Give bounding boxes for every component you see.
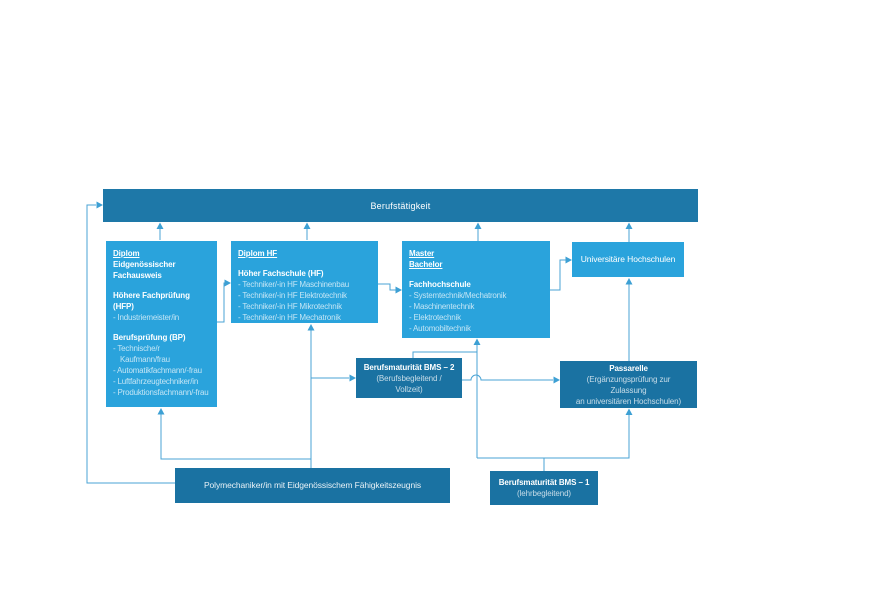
hf-item: - Techniker/-in HF Elektrotechnik — [238, 291, 347, 300]
fh-item: - Automobiltechnik — [409, 324, 471, 333]
hfp-header: Höhere Fachprüfung (HFP) — [113, 291, 190, 311]
box-bms2: Berufsmaturität BMS – 2 (Berufsbegleiten… — [356, 358, 462, 398]
polymechaniker-label: Polymechaniker/in mit Eidgenössischem Fä… — [203, 480, 422, 490]
hf-item: - Techniker/-in HF Mikrotechnik — [238, 302, 342, 311]
arrowhead-right-icon — [224, 279, 231, 287]
box-universitaere-hochschulen: Universitäre Hochschulen — [572, 242, 684, 277]
berufstaetigkeit-bar: Berufstätigkeit — [103, 189, 698, 222]
fh-item: - Systemtechnik/Mechatronik — [409, 291, 507, 300]
fh-header: Fachhochschule — [409, 280, 471, 289]
arrowhead-right-icon — [96, 201, 103, 209]
diplom-title: Diplom — [113, 249, 140, 258]
connector-polymech-to-diplombp — [160, 414, 311, 460]
arrowhead-up-icon — [625, 222, 633, 229]
passarelle-title: Passarelle — [609, 363, 648, 373]
hfp-item: - Industriemeister/in — [113, 313, 180, 322]
arrowhead-right-icon — [553, 376, 560, 384]
arrowhead-right-icon — [349, 374, 356, 382]
box-passarelle: Passarelle (Ergänzungsprüfung zur Zulass… — [560, 361, 697, 408]
connector-polymech-to-bar — [86, 204, 175, 484]
connector-bms2-top-stub — [412, 351, 477, 358]
box-bms1: Berufsmaturität BMS – 1 (lehrbegleitend) — [490, 471, 598, 505]
bachelor-title: Bachelor — [409, 260, 443, 269]
arrowhead-up-icon — [474, 222, 482, 229]
arrowhead-up-icon — [625, 278, 633, 285]
connector-fh-to-uni — [550, 259, 566, 291]
bp-item: - Luftfahrzeugtechniker/in — [113, 377, 199, 386]
fh-item: - Elektrotechnik — [409, 313, 461, 322]
arrowhead-up-icon — [303, 222, 311, 229]
bp-item: - Technische/r Kaufmann/frau — [113, 344, 170, 364]
connector-diplomhf-to-fh — [378, 283, 396, 291]
box-diplom-hf: Diplom HF Höher Fachschule (HF) - Techni… — [231, 241, 378, 323]
fh-item: - Maschinentechnik — [409, 302, 475, 311]
box-polymechaniker: Polymechaniker/in mit Eidgenössischem Fä… — [175, 468, 450, 503]
box-fachhochschule: Master Bachelor Fachhochschule - Systemt… — [402, 241, 550, 338]
connector-diplombp-to-diplomhf — [216, 282, 225, 323]
connector-bms2-to-passarelle — [462, 374, 553, 381]
arrowhead-right-icon — [395, 286, 402, 294]
hf-item: - Techniker/-in HF Maschinenbau — [238, 280, 350, 289]
uni-label: Universitäre Hochschulen — [580, 254, 676, 264]
arrowhead-up-icon — [156, 222, 164, 229]
diplomhf-title: Diplom HF — [238, 249, 278, 258]
bms2-title: Berufsmaturität BMS – 2 — [363, 362, 455, 372]
box-diplom-berufspruefung: Diplom Eidgenössischer Fachausweis Höher… — [106, 241, 217, 407]
bms1-title: Berufsmaturität BMS – 1 — [498, 478, 590, 487]
hf-item: - Techniker/-in HF Mechatronik — [238, 313, 341, 322]
passarelle-subtitle: (Ergänzungsprüfung zur Zulassung an univ… — [575, 374, 682, 406]
connector-bms1-left-branch — [477, 457, 545, 471]
bms1-subtitle: (lehrbegleitend) — [517, 489, 571, 498]
bp-item: - Automatikfachmann/-frau — [113, 366, 202, 375]
bms2-subtitle: (Berufsbegleitend / Vollzeit) — [376, 373, 442, 394]
hf-header: Höher Fachschule (HF) — [238, 269, 324, 278]
bp-header: Berufsprüfung (BP) — [113, 333, 186, 342]
berufstaetigkeit-label: Berufstätigkeit — [370, 200, 431, 211]
bp-item: - Produktionsfachmann/-frau — [113, 388, 209, 397]
arrowhead-up-icon — [473, 338, 481, 345]
arrowhead-up-icon — [625, 408, 633, 415]
diplom-subtitle: Eidgenössischer Fachausweis — [113, 260, 176, 280]
master-title: Master — [409, 249, 435, 258]
connector-bms1-to-passarelle — [544, 414, 630, 459]
arrowhead-up-icon — [157, 408, 165, 415]
arrowhead-up-icon — [307, 324, 315, 331]
arrowhead-right-icon — [565, 256, 572, 264]
